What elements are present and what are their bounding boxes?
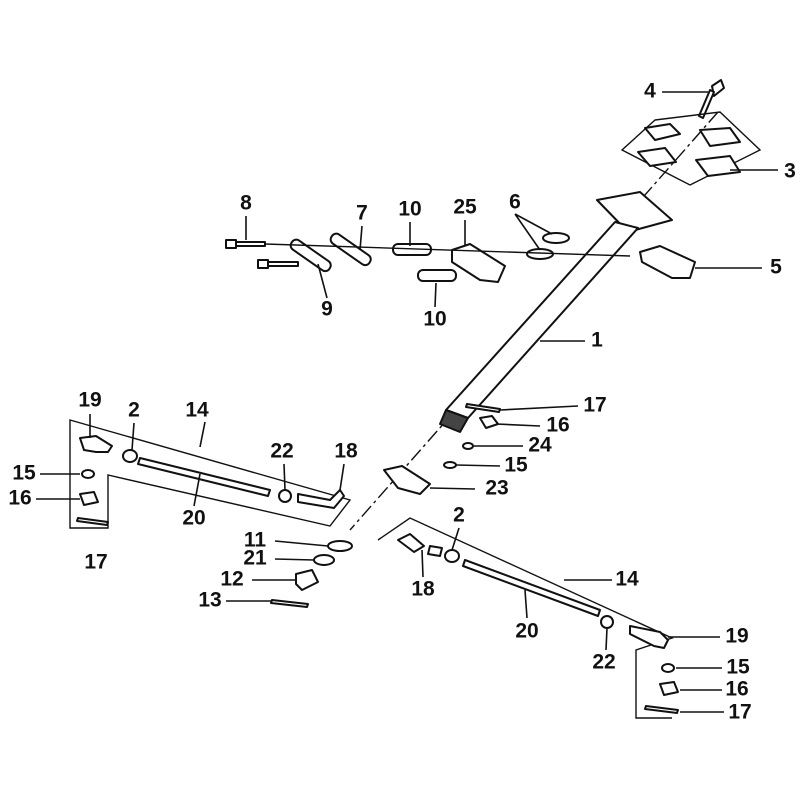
callout-24: 24	[528, 434, 552, 457]
washer-6a	[542, 232, 570, 244]
callout-16: 16	[725, 678, 748, 701]
callout-2: 2	[453, 504, 465, 527]
callout-2: 2	[128, 399, 140, 422]
arm-5	[639, 245, 696, 279]
link-9	[289, 238, 332, 273]
bolt-8b	[257, 259, 299, 269]
arm-23	[383, 465, 431, 495]
callout-14: 14	[615, 568, 639, 591]
callout-19: 19	[725, 625, 748, 648]
callout-labels: 4 3 8 7 10 25 6 5 9 10 1 17 16 24 15 23 …	[8, 80, 796, 724]
callout-11: 11	[244, 529, 267, 552]
arm-25	[451, 243, 506, 283]
bolt-4	[698, 79, 725, 119]
bolt-8a	[225, 239, 266, 249]
callout-10: 10	[423, 308, 446, 331]
pin-17-top	[465, 403, 501, 413]
callout-8: 8	[240, 192, 252, 215]
nut-12	[295, 569, 319, 591]
washer-24	[462, 442, 474, 450]
pin-13	[270, 599, 309, 608]
callout-18: 18	[334, 440, 358, 463]
callout-21: 21	[243, 547, 267, 570]
tie-rod-right	[377, 517, 679, 719]
callout-18: 18	[411, 578, 435, 601]
callout-19: 19	[78, 389, 101, 412]
callout-20: 20	[515, 620, 538, 643]
leader-lines	[36, 91, 778, 713]
callout-22: 22	[592, 651, 615, 674]
callout-20: 20	[182, 507, 205, 530]
callout-25: 25	[453, 196, 477, 219]
callout-15: 15	[726, 656, 750, 679]
washer-15-top	[443, 461, 457, 469]
callout-15: 15	[504, 454, 528, 477]
callout-17: 17	[84, 551, 107, 574]
link-7	[329, 232, 372, 267]
callout-12: 12	[220, 568, 243, 591]
callout-17: 17	[728, 701, 751, 724]
callout-4: 4	[644, 80, 656, 103]
callout-3: 3	[784, 160, 796, 183]
washer-11	[327, 540, 353, 552]
plate-3	[620, 111, 762, 186]
callout-15: 15	[12, 462, 36, 485]
assembly-line-upper	[264, 243, 631, 257]
callout-16: 16	[8, 487, 31, 510]
callout-13: 13	[198, 589, 221, 612]
pin-10b	[417, 269, 457, 282]
callout-10: 10	[398, 198, 421, 221]
tie-rod-left	[69, 419, 352, 529]
callout-16: 16	[546, 414, 569, 437]
callout-5: 5	[770, 256, 782, 279]
callout-22: 22	[270, 440, 293, 463]
callout-14: 14	[185, 399, 209, 422]
steering-column-1	[439, 191, 673, 433]
callout-1: 1	[591, 329, 603, 352]
callout-23: 23	[485, 477, 508, 500]
callout-17: 17	[583, 394, 606, 417]
seal-21	[313, 554, 335, 566]
nut-16-top	[479, 415, 499, 429]
callout-9: 9	[321, 298, 333, 321]
callout-7: 7	[356, 202, 368, 225]
callout-6: 6	[509, 191, 521, 214]
